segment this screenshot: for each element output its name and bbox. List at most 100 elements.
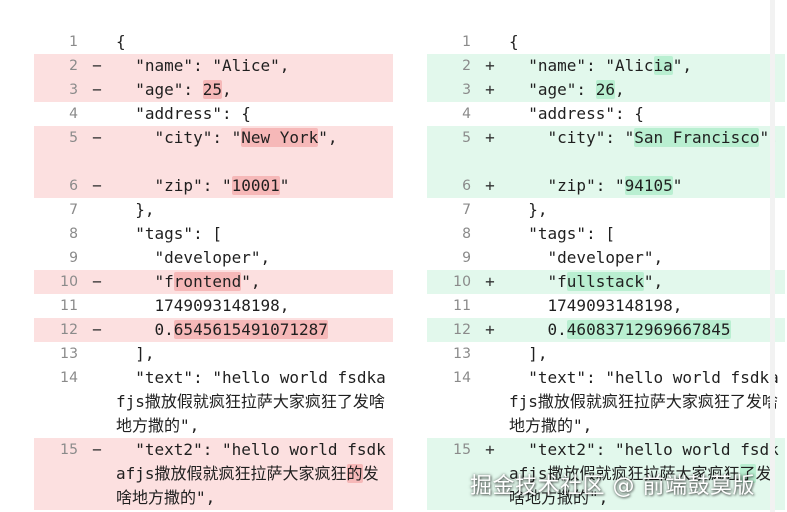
- line-number: 10: [453, 274, 471, 290]
- code-text: "address": {: [509, 102, 785, 126]
- original-line[interactable]: 9 "developer",: [34, 246, 393, 270]
- code-text: "name": "Alice",: [116, 54, 393, 78]
- code-text: "fullstack",: [509, 270, 785, 294]
- code-segment: "f: [509, 272, 567, 291]
- original-line[interactable]: 4 "address": {: [34, 102, 393, 126]
- line-number: 7: [462, 202, 471, 218]
- code-segment: "developer",: [509, 248, 664, 267]
- modified-line[interactable]: 13 ],: [427, 342, 785, 366]
- changed-segment: 10001: [231, 176, 280, 195]
- code-segment: "city": ": [116, 128, 242, 147]
- line-number: 7: [69, 202, 78, 218]
- code-text: "name": "Alicia",: [509, 54, 785, 78]
- deletion-marker: −: [92, 80, 102, 99]
- code-segment: "tags": [: [116, 224, 222, 243]
- addition-marker: +: [485, 440, 495, 459]
- code-segment: 1749093148198,: [509, 296, 683, 315]
- code-segment: "name": "Alic: [509, 56, 654, 75]
- addition-marker: +: [485, 176, 495, 195]
- code-segment: ],: [116, 344, 155, 363]
- code-segment: ": [279, 176, 290, 195]
- code-segment: "zip": ": [116, 176, 232, 195]
- changed-segment: ia: [653, 56, 673, 75]
- line-number: 11: [60, 298, 78, 314]
- line-number: 5: [69, 130, 78, 146]
- modified-line[interactable]: 4 "address": {: [427, 102, 785, 126]
- code-segment: {: [509, 32, 519, 51]
- original-line[interactable]: 6− "zip": "10001": [34, 174, 393, 198]
- line-number: 1: [462, 34, 471, 50]
- addition-marker: +: [485, 128, 495, 147]
- code-text: "city": "San Francisco",: [509, 126, 785, 150]
- code-segment: ],: [509, 344, 548, 363]
- code-segment: ": [672, 176, 683, 195]
- modified-line[interactable]: 12+ 0.46083712969667845: [427, 318, 785, 342]
- code-segment: "developer",: [116, 248, 271, 267]
- code-text: "text": "hello world fsdkafjs撒放假就疯狂拉萨大家疯…: [116, 366, 393, 438]
- modified-pane[interactable]: 1{2+ "name": "Alicia",3+ "age": 26,4 "ad…: [427, 0, 785, 512]
- code-segment: "f: [116, 272, 174, 291]
- modified-line[interactable]: 5+ "city": "San Francisco",: [427, 126, 785, 174]
- original-line[interactable]: 8 "tags": [: [34, 222, 393, 246]
- original-line[interactable]: 14 "text": "hello world fsdkafjs撒放假就疯狂拉萨…: [34, 366, 393, 438]
- code-text: "frontend",: [116, 270, 393, 294]
- original-line[interactable]: 10− "frontend",: [34, 270, 393, 294]
- code-segment: 0.: [509, 320, 567, 339]
- code-segment: "text": "hello world fsdkafjs撒放假就疯狂拉萨大家疯…: [509, 368, 779, 435]
- code-segment: ",: [241, 272, 261, 291]
- code-text: "text": "hello world fsdkafjs撒放假就疯狂拉萨大家疯…: [509, 366, 785, 438]
- changed-segment: San Francisco: [634, 128, 760, 147]
- deletion-marker: −: [92, 128, 102, 147]
- original-line[interactable]: 13 ],: [34, 342, 393, 366]
- vertical-scrollbar[interactable]: [770, 0, 775, 512]
- code-segment: "address": {: [116, 104, 251, 123]
- code-segment: "name": "Alice",: [116, 56, 290, 75]
- deletion-marker: −: [92, 56, 102, 75]
- original-line[interactable]: 15− "text2": "hello world fsdkafjs撒放假就疯狂…: [34, 438, 393, 510]
- modified-line[interactable]: 1{: [427, 30, 785, 54]
- watermark: 掘金技术社区 @ 前端鼓莫版: [470, 474, 755, 499]
- original-line[interactable]: 11 1749093148198,: [34, 294, 393, 318]
- code-segment: "age":: [116, 80, 203, 99]
- modified-lines: 1{2+ "name": "Alicia",3+ "age": 26,4 "ad…: [427, 30, 785, 510]
- modified-line[interactable]: 6+ "zip": "94105": [427, 174, 785, 198]
- line-number: 4: [462, 106, 471, 122]
- original-lines: 1{2− "name": "Alice",3− "age": 25,4 "add…: [34, 30, 393, 510]
- code-text: {: [509, 30, 785, 54]
- original-line[interactable]: 1{: [34, 30, 393, 54]
- code-text: },: [509, 198, 785, 222]
- modified-line[interactable]: 8 "tags": [: [427, 222, 785, 246]
- code-segment: "address": {: [509, 104, 644, 123]
- modified-line[interactable]: 10 + "fullstack",: [427, 270, 785, 294]
- modified-line[interactable]: 11 1749093148198,: [427, 294, 785, 318]
- addition-marker: +: [485, 272, 495, 291]
- modified-line[interactable]: 14 "text": "hello world fsdkafjs撒放假就疯狂拉萨…: [427, 366, 785, 438]
- original-pane[interactable]: 1{2− "name": "Alice",3− "age": 25,4 "add…: [34, 0, 427, 512]
- code-text: ],: [116, 342, 393, 366]
- deletion-marker: −: [92, 440, 102, 459]
- line-number: 13: [453, 346, 471, 362]
- original-line[interactable]: 5− "city": "New York",: [34, 126, 393, 174]
- original-line[interactable]: 3− "age": 25,: [34, 78, 393, 102]
- modified-line[interactable]: 9 "developer",: [427, 246, 785, 270]
- modified-line[interactable]: 7 },: [427, 198, 785, 222]
- code-text: "tags": [: [509, 222, 785, 246]
- line-number: 12: [453, 322, 471, 338]
- line-number: 9: [69, 250, 78, 266]
- modified-line[interactable]: 15+ "text2": "hello world fsdkafjs撒放假就疯狂…: [427, 438, 785, 510]
- original-line[interactable]: 2− "name": "Alice",: [34, 54, 393, 78]
- line-number: 15: [60, 442, 78, 458]
- code-segment: ",: [672, 56, 693, 75]
- original-line[interactable]: 12− 0.6545615491071287: [34, 318, 393, 342]
- original-line[interactable]: 7 },: [34, 198, 393, 222]
- code-segment: ,: [221, 80, 232, 99]
- line-number: 14: [60, 370, 78, 386]
- modified-line[interactable]: 3+ "age": 26,: [427, 78, 785, 102]
- code-text: 1749093148198,: [509, 294, 785, 318]
- code-text: "developer",: [509, 246, 785, 270]
- modified-line[interactable]: 2+ "name": "Alicia",: [427, 54, 785, 78]
- changed-segment: 46083712969667845: [566, 320, 731, 339]
- line-number: 6: [462, 178, 471, 194]
- changed-segment: 26: [595, 80, 615, 99]
- line-number: 1: [69, 34, 78, 50]
